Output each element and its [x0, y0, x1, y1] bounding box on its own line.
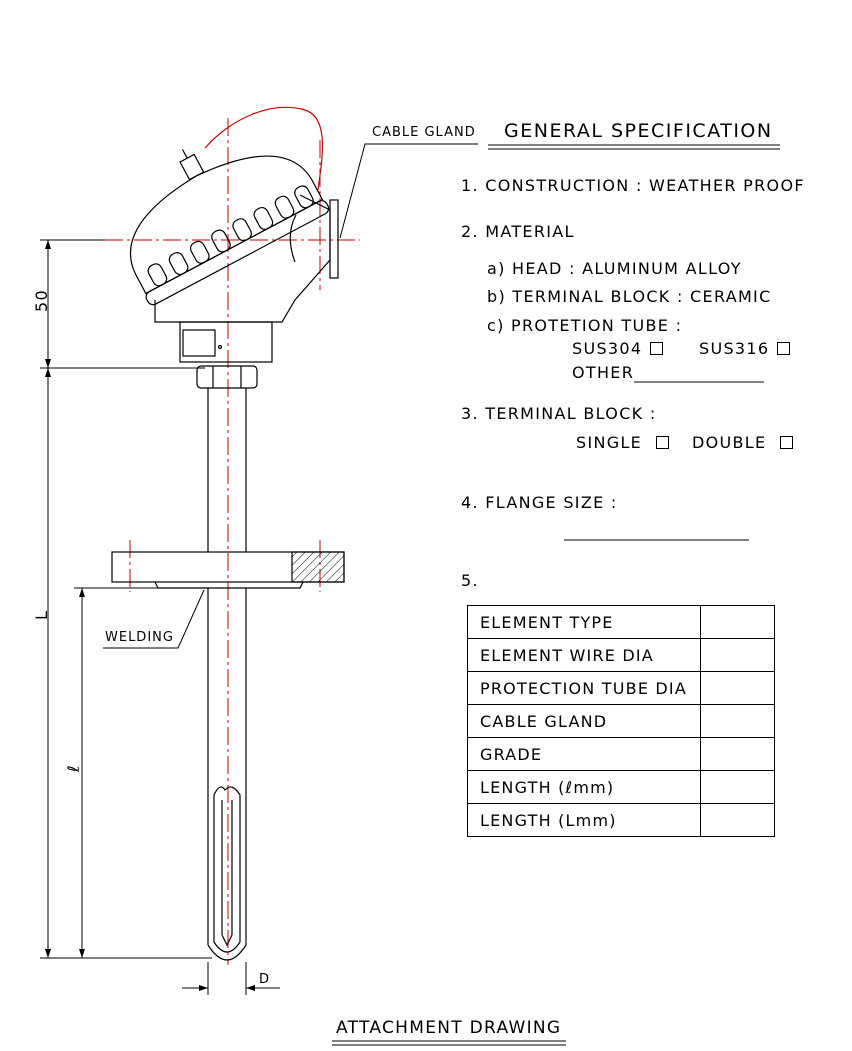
dim-head-50: 50: [32, 289, 51, 312]
row-value-cell[interactable]: [700, 671, 775, 705]
table-row: ELEMENT TYPE: [467, 605, 775, 639]
row-label: GRADE: [467, 737, 701, 771]
option-sus316-label: SUS316: [699, 339, 770, 358]
attachment-drawing-caption: ATTACHMENT DRAWING: [336, 1018, 562, 1038]
row-label: ELEMENT WIRE DIA: [467, 638, 701, 672]
cable-loop: [204, 106, 323, 191]
spec-title: GENERAL SPECIFICATION: [504, 120, 773, 142]
option-single: SINGLE: [576, 433, 670, 452]
table-row: LENGTH (Lmm): [467, 803, 775, 837]
row-value-cell[interactable]: [700, 737, 775, 771]
table-row: CABLE GLAND: [467, 704, 775, 738]
row-value-cell[interactable]: [700, 803, 775, 837]
single-checkbox[interactable]: [656, 436, 670, 449]
sus304-checkbox[interactable]: [650, 342, 664, 355]
spec-material-terminal: b) TERMINAL BLOCK : CERAMIC: [487, 287, 772, 306]
option-single-label: SINGLE: [576, 433, 643, 452]
spec-material-head: a) HEAD : ALUMINUM ALLOY: [487, 259, 742, 278]
dim-length-l: ℓ: [64, 764, 83, 772]
terminal-head: [130, 149, 339, 389]
welding-callout: WELDING: [105, 630, 174, 645]
table-row: PROTECTION TUBE DIA: [467, 671, 775, 705]
spec-terminal-block: 3. TERMINAL BLOCK :: [461, 404, 657, 423]
option-other-label: OTHER: [572, 363, 635, 382]
option-sus304: SUS304: [572, 339, 664, 358]
dim-length-L: L: [32, 609, 51, 620]
table-row: GRADE: [467, 737, 775, 771]
option-sus316: SUS316: [699, 339, 791, 358]
option-double-label: DOUBLE: [692, 433, 767, 452]
spec-construction: 1. CONSTRUCTION : WEATHER PROOF: [461, 176, 805, 195]
row-label: LENGTH (Lmm): [467, 803, 701, 837]
row-value-cell[interactable]: [700, 605, 775, 639]
table-row: ELEMENT WIRE DIA: [467, 638, 775, 672]
dim-diameter-D: D: [259, 972, 271, 987]
spec-table: ELEMENT TYPE ELEMENT WIRE DIA PROTECTION…: [467, 605, 775, 837]
row-value-cell[interactable]: [700, 638, 775, 672]
row-value-cell[interactable]: [700, 770, 775, 804]
row-label: PROTECTION TUBE DIA: [467, 671, 701, 705]
spec-material: 2. MATERIAL: [461, 222, 575, 241]
table-row: LENGTH (ℓmm): [467, 770, 775, 804]
row-label: ELEMENT TYPE: [467, 605, 701, 639]
spec-material-tube: c) PROTETION TUBE :: [487, 316, 683, 335]
spec-flange-size: 4. FLANGE SIZE :: [461, 493, 618, 512]
dimensions: [40, 143, 780, 1046]
row-label: CABLE GLAND: [467, 704, 701, 738]
row-label: LENGTH (ℓmm): [467, 770, 701, 804]
option-double: DOUBLE: [692, 433, 794, 452]
cable-gland-callout: CABLE GLAND: [372, 125, 476, 140]
option-sus304-label: SUS304: [572, 339, 643, 358]
double-checkbox[interactable]: [780, 436, 794, 449]
spec-item-5: 5.: [461, 571, 479, 590]
sus316-checkbox[interactable]: [777, 342, 791, 355]
row-value-cell[interactable]: [700, 704, 775, 738]
protection-tube: [111, 388, 345, 961]
